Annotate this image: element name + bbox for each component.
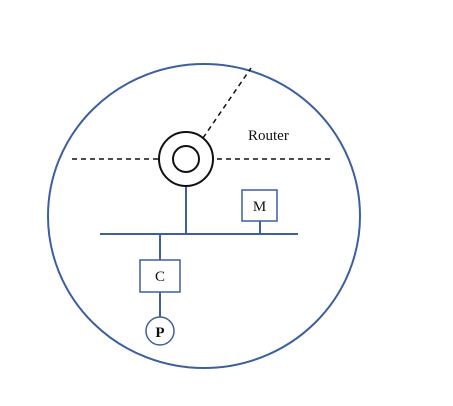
m-node-label: M xyxy=(253,199,266,215)
router-label: Router xyxy=(248,128,289,144)
boundary-circle xyxy=(47,63,361,369)
m-node-box xyxy=(241,189,278,222)
dashed-line-diagonal xyxy=(202,67,252,139)
c-node-box xyxy=(139,259,181,293)
router-inner-ring xyxy=(172,145,200,173)
c-node-label: C xyxy=(155,269,165,285)
p-node-circle xyxy=(145,316,175,346)
p-node-label: P xyxy=(155,325,164,341)
router-outer-ring xyxy=(158,131,214,187)
